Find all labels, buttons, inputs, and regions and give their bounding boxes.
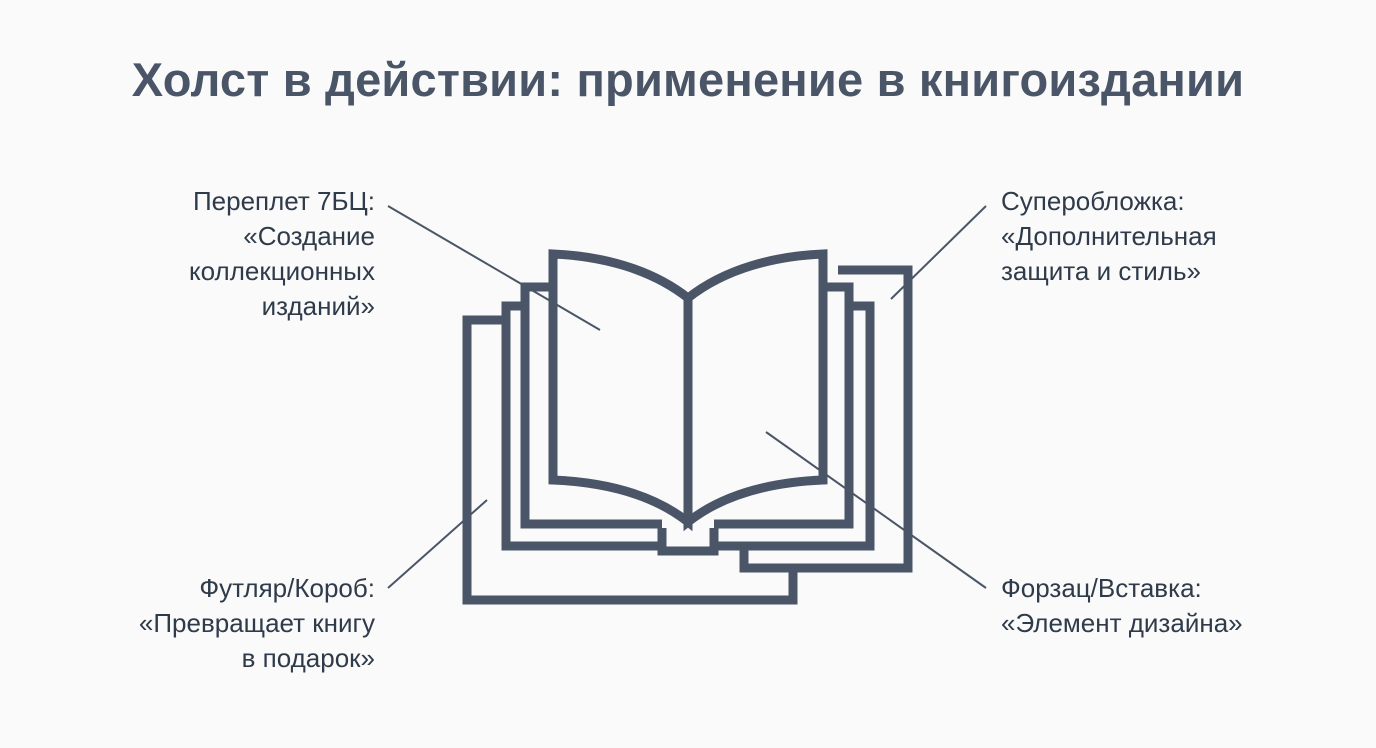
leader-binding [387, 205, 601, 331]
leader-case [387, 499, 488, 589]
right-board-inner [714, 282, 854, 529]
right-page [683, 249, 828, 532]
leader-endpaper [765, 431, 987, 589]
left-page [548, 249, 693, 532]
callout-case-line: Футляр/Короб: [199, 573, 375, 603]
callout-jacket: Суперобложка: «Дополнительная защита и с… [1001, 184, 1301, 289]
callout-binding-line: Переплет 7БЦ: [192, 186, 375, 216]
leader-jacket [890, 205, 987, 300]
callout-binding-line: «Создание [243, 221, 375, 251]
callout-jacket-line: «Дополнительная [1001, 221, 1217, 251]
callout-case: Футляр/Короб: «Превращает книгу в подаро… [80, 571, 375, 676]
open-book-with-layers-icon [462, 249, 913, 605]
spine-base [657, 528, 719, 556]
jacket-frame [739, 265, 913, 573]
callout-binding-line: изданий» [261, 291, 375, 321]
callout-binding-line: коллекционных [188, 256, 375, 286]
left-board-outer [501, 301, 662, 551]
callout-jacket-line: Суперобложка: [1001, 186, 1185, 216]
callout-case-line: «Превращает книгу [138, 608, 375, 638]
callout-endpaper: Форзац/Вставка: «Элемент дизайна» [1001, 571, 1301, 641]
left-board-inner [520, 282, 662, 529]
callout-jacket-line: защита и стиль» [1001, 256, 1201, 286]
callout-binding: Переплет 7БЦ: «Создание коллекционных из… [100, 184, 375, 324]
right-board-outer [714, 301, 875, 551]
callout-endpaper-line: Форзац/Вставка: [1001, 573, 1202, 603]
callout-case-line: в подарок» [241, 643, 375, 673]
callout-endpaper-line: «Элемент дизайна» [1001, 608, 1243, 638]
case-frame [462, 315, 798, 605]
page-title: Холст в действии: применение в книгоизда… [131, 53, 1245, 106]
